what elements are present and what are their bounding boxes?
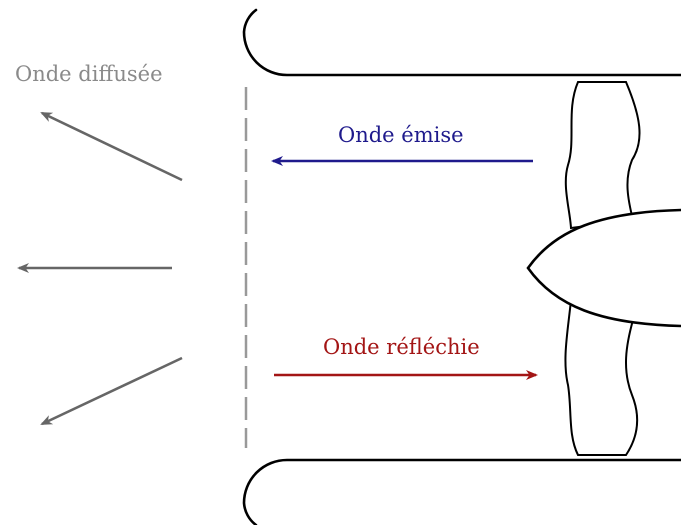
- scattered-wave-label: Onde diffusée: [15, 62, 163, 86]
- fan-blade-upper: [564, 81, 641, 230]
- duct-lower-wall: [242, 458, 681, 525]
- scattered-arrow-lower: [40, 356, 183, 426]
- duct-upper-wall: [242, 8, 681, 77]
- scattered-arrow-upper: [40, 111, 183, 182]
- fan-hub: [526, 208, 681, 328]
- reflected-wave-label: Onde réfléchie: [323, 335, 480, 359]
- emitted-wave-label: Onde émise: [338, 123, 464, 147]
- fan-blade-lower: [564, 298, 639, 456]
